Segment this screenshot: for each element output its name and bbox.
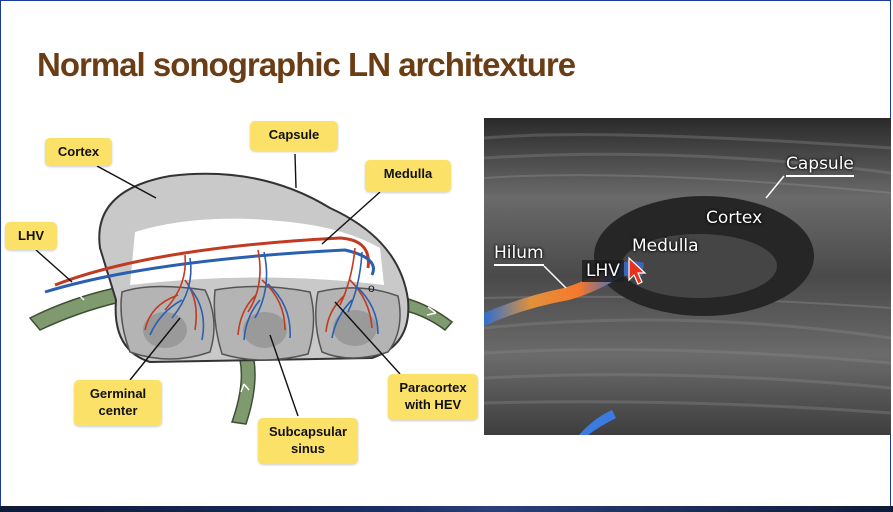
us-label-cortex: Cortex <box>706 208 763 228</box>
callout-subcapsular-sinus: Subcapsular sinus <box>258 418 358 464</box>
callout-paracortex: Paracortex with HEV <box>388 374 478 420</box>
us-label-lhv: LHV <box>582 260 624 282</box>
node-hilum-echo <box>621 234 777 298</box>
mouse-cursor-icon <box>628 256 647 285</box>
us-label-medulla: Medulla <box>632 236 699 256</box>
callout-lhv: LHV <box>5 222 57 250</box>
germinal-center-2 <box>243 312 287 348</box>
callout-medulla: Medulla <box>365 160 451 192</box>
ultrasound-texture <box>484 118 891 435</box>
lymph-node-diagram: o <box>28 153 454 425</box>
svg-text:o: o <box>368 281 375 295</box>
doppler-flow <box>484 268 619 326</box>
presentation-bottom-bar <box>0 506 893 512</box>
us-label-capsule: Capsule <box>786 154 854 177</box>
germinal-center-1 <box>143 312 187 348</box>
medulla-region <box>130 218 384 285</box>
ultrasound-image: Capsule Cortex Medulla Hilum LHV <box>484 118 891 435</box>
us-label-hilum: Hilum <box>494 243 544 266</box>
slide-title: Normal sonographic LN architexture <box>37 46 576 83</box>
artery <box>54 236 370 287</box>
callout-capsule: Capsule <box>250 121 338 151</box>
vein <box>44 248 375 294</box>
callout-germinal-center: Germinal center <box>74 380 162 426</box>
afferent-lymph-vessel-right <box>401 297 454 332</box>
afferent-lymph-vessel-bottom <box>230 359 256 425</box>
callout-cortex: Cortex <box>45 138 112 166</box>
efferent-lymph-vessel <box>28 287 121 331</box>
